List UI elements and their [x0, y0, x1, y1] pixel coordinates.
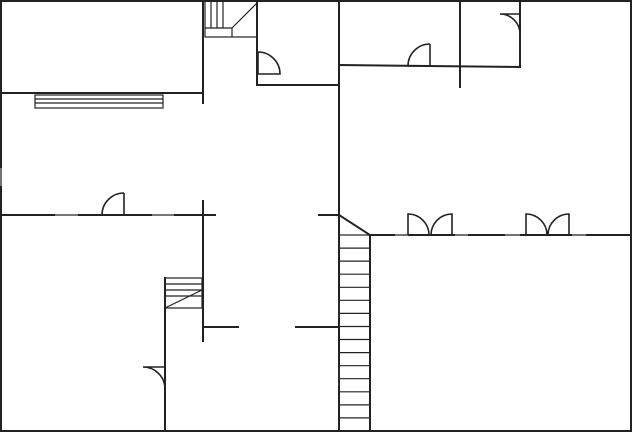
door-swing	[407, 43, 431, 67]
door-swing	[101, 192, 125, 216]
left-stair	[164, 277, 203, 309]
door-swing	[407, 213, 430, 236]
top-stair-outline	[204, 0, 258, 38]
counter-outline	[34, 94, 164, 109]
door-swing	[499, 13, 521, 35]
windows	[0, 168, 586, 386]
main-stair-outline	[338, 234, 371, 432]
door	[142, 366, 166, 390]
double-door	[525, 213, 570, 236]
doors	[101, 13, 570, 390]
main-stair	[338, 234, 371, 432]
stair-diagonal	[164, 289, 203, 309]
double-door	[407, 213, 453, 236]
left-stair-outline	[164, 277, 203, 309]
door	[499, 13, 521, 35]
door	[257, 51, 281, 75]
door	[101, 192, 125, 216]
top-stair	[204, 0, 258, 38]
door-swing	[430, 213, 453, 236]
counter	[34, 94, 164, 109]
door-swing	[547, 213, 570, 236]
wall-diagonal	[337, 213, 372, 237]
door-swing	[142, 366, 166, 390]
door	[407, 43, 431, 67]
door-swing	[525, 213, 548, 236]
door-swing	[257, 51, 281, 75]
stair-diagonal	[231, 2, 258, 29]
